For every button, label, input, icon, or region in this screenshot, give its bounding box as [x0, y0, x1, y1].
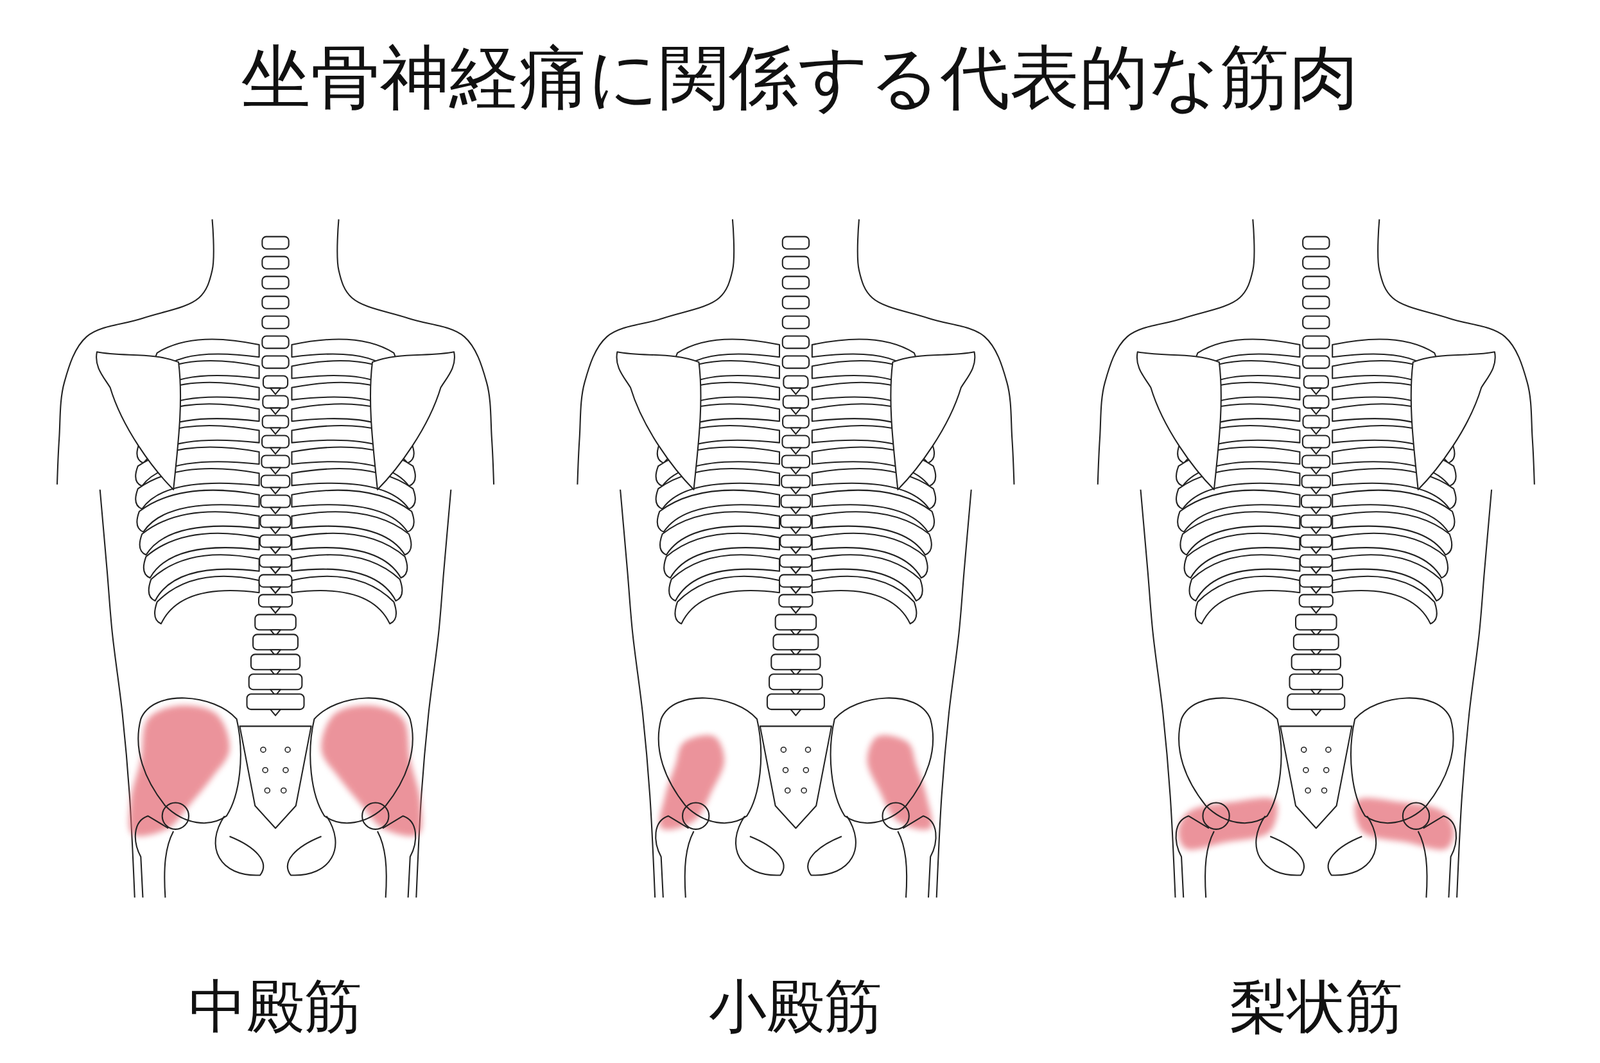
muscle-name: 小殿筋: [708, 974, 883, 1039]
skeleton-figure: [1097, 219, 1535, 899]
skeleton-figure: [57, 219, 494, 899]
skeleton-figure: [577, 219, 1014, 899]
muscle-name: 梨状筋: [1229, 974, 1403, 1039]
diagram-title: 坐骨神経痛に関係する代表的な筋肉: [241, 39, 1359, 117]
muscle-name: 中殿筋: [188, 974, 363, 1039]
